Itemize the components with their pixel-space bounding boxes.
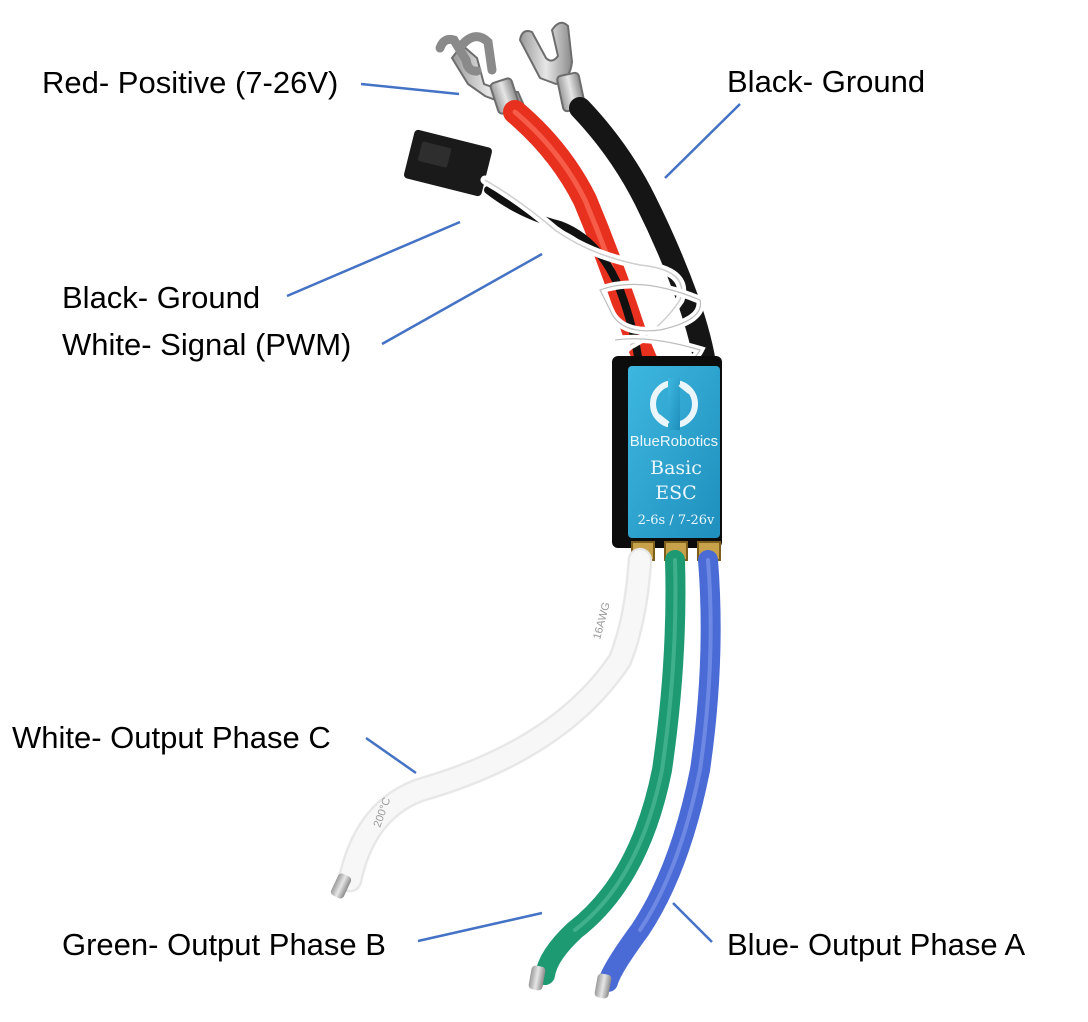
esc-module: BlueRobotics Basic ESC 2-6s / 7-26v <box>612 356 722 561</box>
label-black-ground-signal: Black- Ground <box>62 280 261 315</box>
label-green-phase-b: Green- Output Phase B <box>62 927 386 962</box>
white-wire-gauge-print: 16AWG <box>591 601 612 641</box>
black-power-wire <box>569 97 717 381</box>
leader-line-black-ground-signal <box>286 220 461 298</box>
esc-brand-text: BlueRobotics <box>630 433 718 450</box>
wire-tips <box>330 873 612 999</box>
esc-model-line1: Basic <box>650 457 702 479</box>
label-white-phase-c: White- Output Phase C <box>12 720 331 755</box>
label-red-positive: Red- Positive (7-26V) <box>42 65 339 100</box>
signal-servo-connector <box>403 129 493 197</box>
leader-line-blue-phase-a <box>672 902 713 943</box>
bluerobotics-logo-icon <box>650 378 698 430</box>
white-phase-wire <box>338 548 652 892</box>
leader-line-white-signal <box>381 252 543 346</box>
label-black-ground-top: Black- Ground <box>727 64 926 99</box>
leader-line-red-positive <box>360 82 460 96</box>
label-white-signal: White- Signal (PWM) <box>62 327 352 362</box>
leader-lines <box>286 82 741 943</box>
leader-line-white-phase-c <box>365 736 417 775</box>
esc-model-line2: ESC <box>655 482 696 504</box>
label-blue-phase-a: Blue- Output Phase A <box>727 927 1026 962</box>
leader-line-black-ground-top <box>664 103 741 179</box>
esc-rating-text: 2-6s / 7-26v <box>638 513 715 528</box>
leader-line-green-phase-b <box>417 911 543 943</box>
